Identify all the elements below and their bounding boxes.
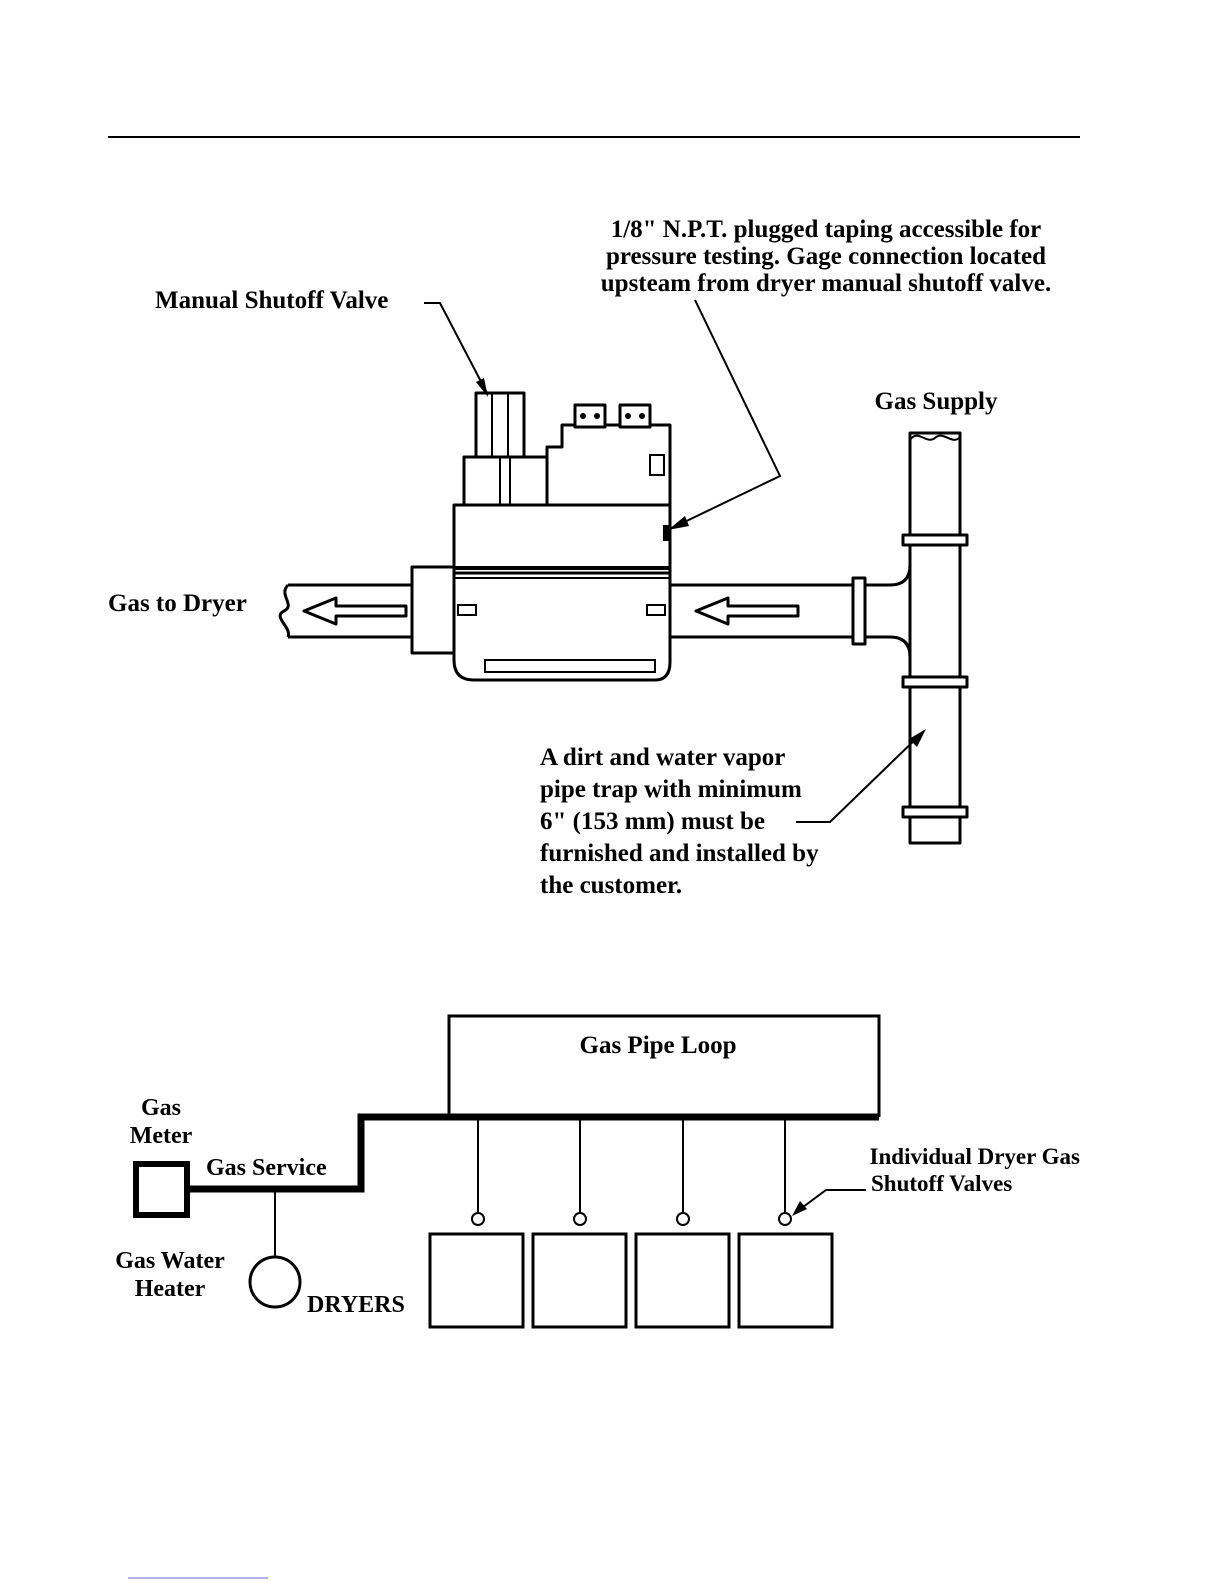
gas-water-heater xyxy=(248,1255,302,1309)
gas-to-dryer-label: Gas to Dryer xyxy=(108,590,247,617)
pipe-coupling xyxy=(901,533,969,547)
dryer-box xyxy=(737,1232,834,1329)
pipe-union xyxy=(851,576,867,646)
gas-pipe-loop-label: Gas Pipe Loop xyxy=(580,1032,737,1059)
flow-arrow-icon xyxy=(694,596,800,626)
dryer-branch xyxy=(634,1120,731,1329)
leader-line xyxy=(424,302,489,396)
shutoff-valve-icon xyxy=(778,1212,792,1226)
arrowhead-icon xyxy=(476,378,488,397)
gas-meter-label-line-2: Meter xyxy=(130,1123,193,1149)
dryers-label: DRYERS xyxy=(307,1292,405,1318)
gas-supply-pipe xyxy=(901,431,969,845)
taping-note-line-3: upsteam from dryer manual shutoff valve. xyxy=(601,270,1051,297)
flow-arrow-icon xyxy=(302,596,408,626)
terminal-block xyxy=(618,403,652,429)
shutoff-label-line-2: Shutoff Valves xyxy=(871,1171,1012,1196)
dryer-box xyxy=(428,1232,525,1329)
leader-line xyxy=(796,731,924,823)
shutoff-label-line-1: Individual Dryer Gas xyxy=(870,1144,1080,1169)
shutoff-valve-icon xyxy=(676,1212,690,1226)
gas-valve-body xyxy=(410,391,672,682)
arrowhead-icon xyxy=(909,729,926,747)
dryer-box xyxy=(634,1232,731,1329)
inlet-pipe xyxy=(665,545,912,677)
gas-pipe-loop xyxy=(447,1014,881,1117)
pipe-trap-note-line-3: 6" (153 mm) must be xyxy=(540,808,765,835)
pipe-trap-note-line-5: the customer. xyxy=(540,872,682,899)
dryer-branch xyxy=(531,1120,628,1329)
leader-line xyxy=(794,1189,866,1214)
water-heater-label-line-1: Gas Water xyxy=(115,1248,225,1274)
manual-shutoff-label: Manual Shutoff Valve xyxy=(155,287,388,314)
shutoff-valve-icon xyxy=(573,1212,587,1226)
gas-valve-diagram: Manual Shutoff Valve 1/8" N.P.T. plugged… xyxy=(108,216,1051,899)
shutoff-valve-icon xyxy=(471,1212,485,1226)
pipe-coupling xyxy=(901,805,969,819)
terminal-block xyxy=(573,403,607,429)
pipe-trap-note-line-4: furnished and installed by xyxy=(540,840,819,867)
dryer-branch xyxy=(737,1120,834,1329)
arrowhead-icon xyxy=(792,1201,807,1216)
dryer-branch xyxy=(428,1120,525,1329)
manual-shutoff-knob xyxy=(474,391,526,459)
pipe-coupling xyxy=(901,675,969,689)
gas-supply-label: Gas Supply xyxy=(875,388,998,415)
water-heater-label-line-2: Heater xyxy=(135,1276,206,1302)
dryer-box xyxy=(531,1232,628,1329)
test-taping-plug xyxy=(663,525,669,541)
gas-meter xyxy=(133,1161,190,1218)
gas-loop-diagram: Gas Pipe Loop xyxy=(115,1014,1080,1329)
taping-note-line-1: 1/8" N.P.T. plugged taping accessible fo… xyxy=(611,216,1042,243)
arrowhead-icon xyxy=(668,516,689,530)
gas-meter-label-line-1: Gas xyxy=(141,1095,181,1121)
taping-note-line-2: pressure testing. Gage connection locate… xyxy=(606,243,1046,270)
leader-line xyxy=(671,299,782,529)
pipe-trap-note-line-2: pipe trap with minimum xyxy=(540,776,802,803)
gas-service-label: Gas Service xyxy=(206,1155,327,1181)
pipe-trap-note-line-1: A dirt and water vapor xyxy=(540,744,785,771)
outlet-pipe xyxy=(278,583,412,639)
